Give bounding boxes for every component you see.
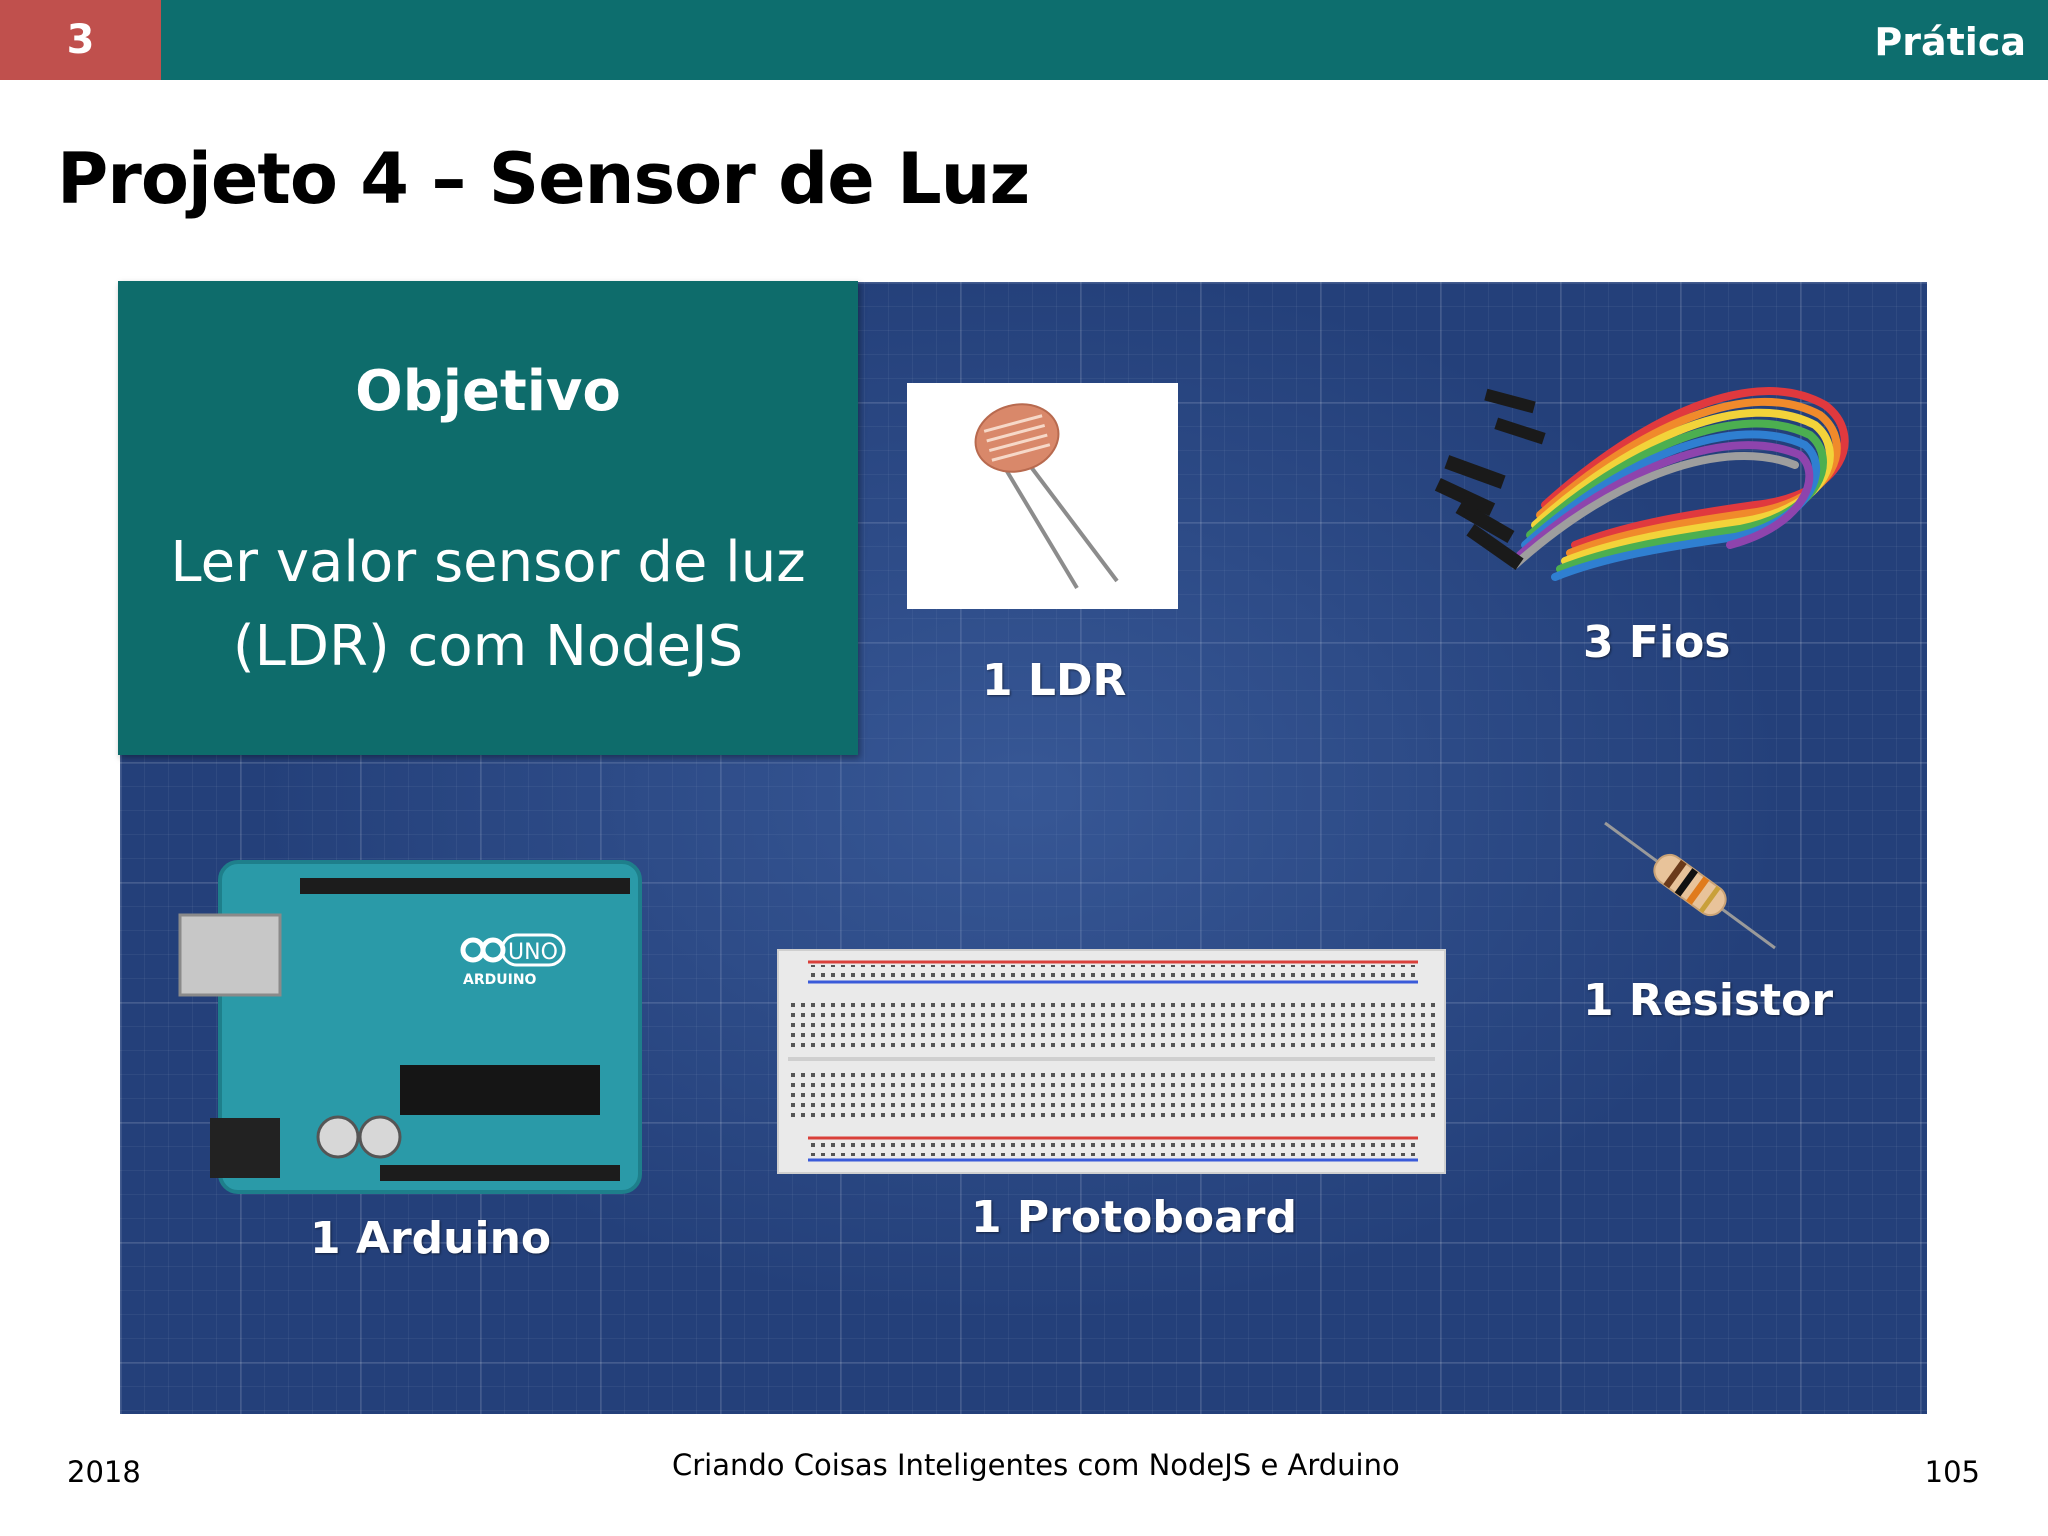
breadboard-icon: [777, 949, 1446, 1174]
objective-line-1: Ler valor sensor de luz: [170, 530, 806, 595]
section-name: Prática: [1874, 20, 2026, 64]
section-number-badge: 3: [0, 0, 161, 80]
arduino-model-text: UNO: [508, 940, 558, 965]
arduino-board-icon: UNO ARDUINO: [178, 860, 642, 1194]
arduino-label: 1 Arduino: [310, 1213, 552, 1264]
resistor-icon: [1604, 821, 1776, 950]
objective-heading: Objetivo: [355, 359, 621, 424]
header-bar: [0, 0, 2048, 80]
wires-label: 3 Fios: [1583, 617, 1731, 668]
objective-text: Ler valor sensor de luz (LDR) com NodeJS: [148, 521, 828, 689]
resistor-label: 1 Resistor: [1583, 975, 1834, 1026]
ldr-photo-icon: [907, 383, 1178, 609]
jumper-wires-icon: [1434, 387, 1849, 581]
footer-year: 2018: [67, 1455, 141, 1489]
ldr-label: 1 LDR: [982, 655, 1127, 706]
footer-page-number: 105: [1924, 1455, 1980, 1489]
objective-line-2: (LDR) com NodeJS: [232, 614, 744, 679]
footer-course-title: Criando Coisas Inteligentes com NodeJS e…: [672, 1448, 1400, 1482]
breadboard-label: 1 Protoboard: [971, 1192, 1297, 1243]
slide-title: Projeto 4 – Sensor de Luz: [57, 138, 1030, 220]
arduino-brand-text: ARDUINO: [463, 972, 537, 988]
objective-box: Objetivo Ler valor sensor de luz (LDR) c…: [118, 281, 858, 755]
